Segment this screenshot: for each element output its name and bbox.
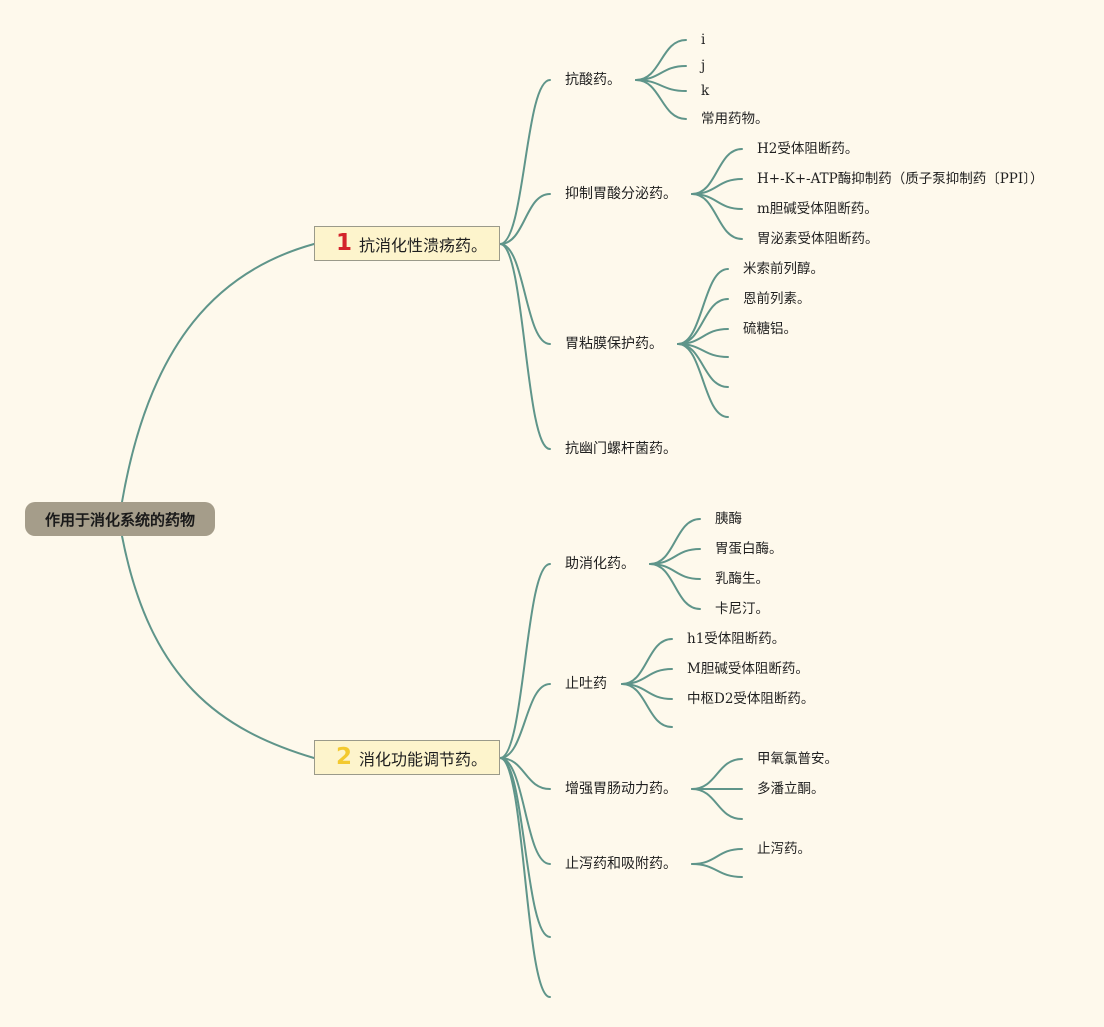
connector-leaf [691, 788, 743, 820]
leaf-item[interactable]: h1受体阻断药。 [687, 631, 786, 647]
leaf-item[interactable]: 米索前列醇。 [743, 261, 824, 277]
leaf-item[interactable]: M胆碱受体阻断药。 [687, 661, 809, 677]
connector-leaf [677, 268, 729, 345]
branch-topic-2[interactable]: 2 消化功能调节药。 [314, 740, 500, 775]
connector-branch2-subtopic [499, 757, 551, 790]
connector-leaf [691, 863, 743, 878]
leaf-item[interactable]: 卡尼汀。 [715, 601, 769, 617]
leaf-item[interactable]: H+-K+-ATP酶抑制药（质子泵抑制药〔PPI〕） [757, 171, 1044, 187]
connector-leaf [621, 683, 673, 728]
connector-leaf [677, 343, 729, 418]
leaf-item[interactable]: 止泻药。 [757, 841, 811, 857]
connector-branch1-subtopic [499, 243, 551, 450]
leaf-item[interactable]: m胆碱受体阻断药。 [757, 201, 878, 217]
connector-branch2-subtopic [499, 757, 551, 938]
leaf-item[interactable]: 中枢D2受体阻断药。 [687, 691, 815, 707]
connector-leaf [649, 563, 701, 610]
connector-branch2-subtopic [499, 757, 551, 865]
subtopic-acid-secretion-inhibitors[interactable]: 抑制胃酸分泌药。 [565, 186, 677, 202]
connector-root-branch1 [121, 243, 315, 503]
leaf-item[interactable]: 甲氧氯普安。 [757, 751, 838, 767]
leaf-item[interactable]: 硫糖铝。 [743, 321, 797, 337]
root-topic-label: 作用于消化系统的药物 [44, 510, 195, 529]
connector-branch2-subtopic [499, 683, 551, 759]
leaf-item[interactable]: 常用药物。 [701, 111, 769, 127]
connector-branch1-subtopic [499, 243, 551, 345]
number-1-icon: 1 [335, 230, 352, 256]
branch-topic-1[interactable]: 1 抗消化性溃疡药。 [314, 226, 500, 261]
connector-leaf [691, 758, 743, 790]
subtopic-antiemetics[interactable]: 止吐药 [565, 676, 607, 692]
connector-leaf [635, 79, 687, 120]
leaf-item[interactable]: H2受体阻断药。 [757, 141, 859, 157]
subtopic-digestants[interactable]: 助消化药。 [565, 556, 635, 572]
leaf-item[interactable]: 胰酶 [715, 511, 742, 527]
connector-root-branch2 [121, 535, 315, 759]
subtopic-mucosal-protectants[interactable]: 胃粘膜保护药。 [565, 336, 663, 352]
connector-branch2-subtopic [499, 563, 551, 759]
connector-leaf [691, 848, 743, 865]
branch-topic-label: 抗消化性溃疡药。 [359, 235, 488, 255]
leaf-item[interactable]: 恩前列素。 [743, 291, 811, 307]
leaf-item[interactable]: i [701, 32, 706, 48]
subtopic-antacids[interactable]: 抗酸药。 [565, 72, 621, 88]
subtopic-anti-h-pylori[interactable]: 抗幽门螺杆菌药。 [565, 441, 677, 457]
leaf-item[interactable]: j [701, 58, 706, 74]
number-2-icon: 2 [335, 744, 352, 770]
connector-branch1-subtopic [499, 79, 551, 245]
connector-branch2-subtopic [499, 757, 551, 998]
leaf-item[interactable]: 乳酶生。 [715, 571, 769, 587]
connector-leaf [691, 193, 743, 240]
leaf-item[interactable]: k [701, 83, 710, 99]
subtopic-prokinetics[interactable]: 增强胃肠动力药。 [565, 781, 677, 797]
root-topic[interactable]: 作用于消化系统的药物 [25, 502, 215, 536]
leaf-item[interactable]: 胃蛋白酶。 [715, 541, 783, 557]
leaf-item[interactable]: 多潘立酮。 [757, 781, 825, 797]
subtopic-antidiarrheals[interactable]: 止泻药和吸附药。 [565, 856, 677, 872]
leaf-item[interactable]: 胃泌素受体阻断药。 [757, 231, 879, 247]
branch-topic-label: 消化功能调节药。 [359, 749, 488, 769]
connector-branch1-subtopic [499, 193, 551, 245]
